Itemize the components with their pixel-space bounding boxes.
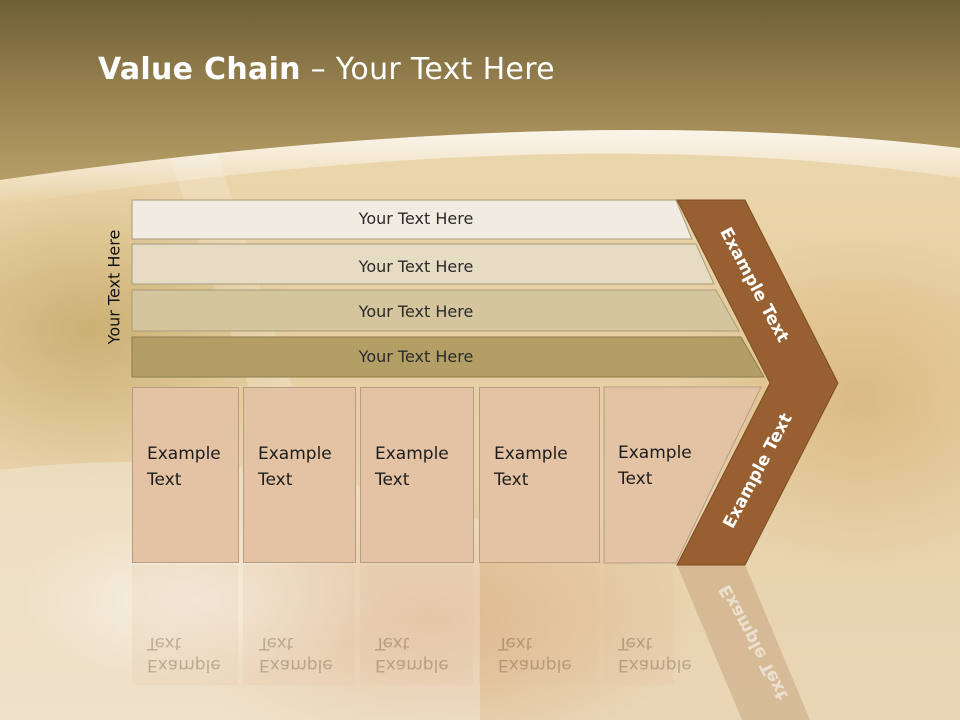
bar-3 xyxy=(131,289,740,332)
box-3-line2: Text xyxy=(375,470,410,490)
bar-4 xyxy=(131,336,765,378)
box-4-line2: Text xyxy=(494,470,529,490)
bar-3-label: Your Text Here xyxy=(358,302,474,321)
title-rest: – Your Text Here xyxy=(300,52,555,87)
box-4-line1: Example xyxy=(494,444,568,464)
slide-title: Value Chain – Your Text Here xyxy=(98,52,555,87)
box-2-line1: Example xyxy=(258,444,332,464)
box-5-shape xyxy=(603,386,762,564)
bar-2 xyxy=(131,243,715,285)
box-1-line1: Example xyxy=(147,444,221,464)
chevron-arrow xyxy=(676,199,839,566)
box-1-line2: Text xyxy=(147,470,182,490)
bar-1 xyxy=(131,199,693,240)
box-5-line1: Example xyxy=(618,443,692,463)
box-5-line2: Text xyxy=(618,469,653,489)
bar-2-label: Your Text Here xyxy=(358,257,474,276)
title-bold: Value Chain xyxy=(98,52,301,87)
bar-4-label: Your Text Here xyxy=(358,347,474,366)
box-3-line1: Example xyxy=(375,444,449,464)
box-2-line2: Text xyxy=(258,470,293,490)
bar-1-label: Your Text Here xyxy=(358,209,474,228)
